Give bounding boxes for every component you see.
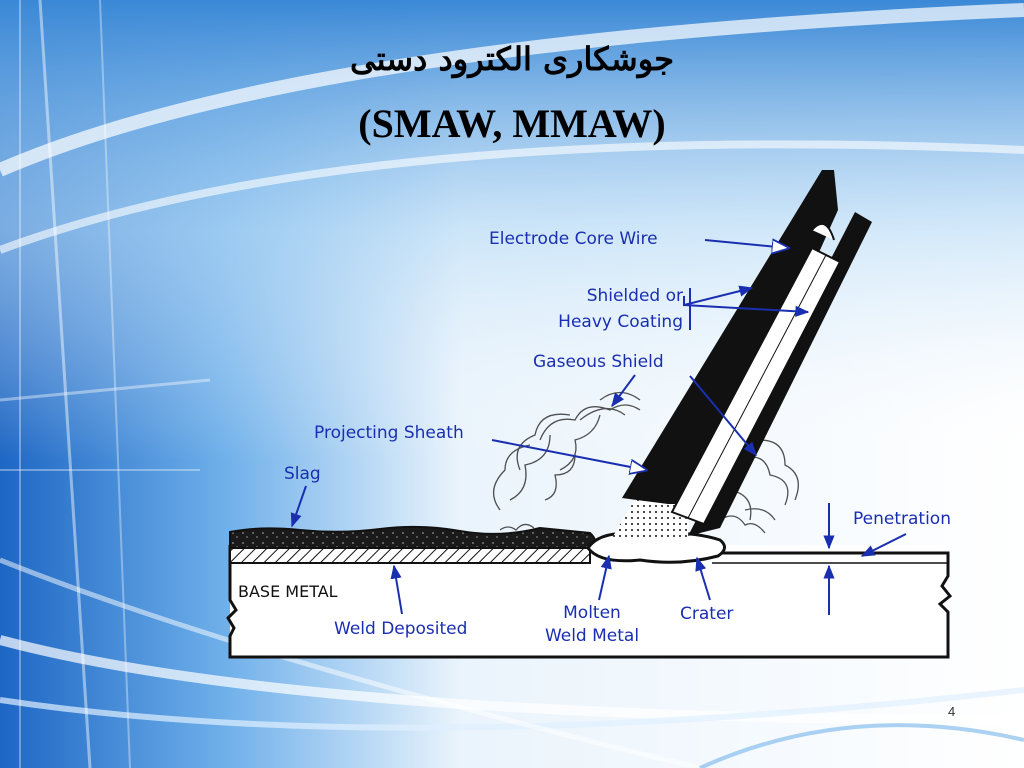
label-slag: Slag [284, 464, 321, 484]
slide-title-english: (SMAW, MMAW) [358, 101, 666, 146]
label-heavy-coating: Heavy Coating [558, 312, 683, 332]
label-gaseous-shield: Gaseous Shield [533, 352, 664, 372]
label-electrode-core-wire: Electrode Core Wire [489, 229, 658, 249]
label-base-metal: BASE METAL [238, 582, 338, 601]
page-number: 4 [948, 704, 956, 719]
label-shielded-or: Shielded or [586, 286, 683, 306]
slide-title-persian: جوشکاری الکترود دستی [349, 40, 675, 78]
label-molten: Molten [563, 603, 621, 623]
electrode-core-wire [670, 246, 842, 526]
label-weld-deposited: Weld Deposited [334, 619, 468, 639]
label-crater: Crater [680, 604, 734, 624]
slag-layer [229, 525, 596, 549]
label-arrows [290, 240, 907, 615]
label-penetration: Penetration [853, 509, 951, 529]
label-projecting-sheath: Projecting Sheath [314, 423, 464, 443]
label-weld-metal: Weld Metal [544, 626, 640, 646]
base-metal-outline [226, 545, 953, 659]
